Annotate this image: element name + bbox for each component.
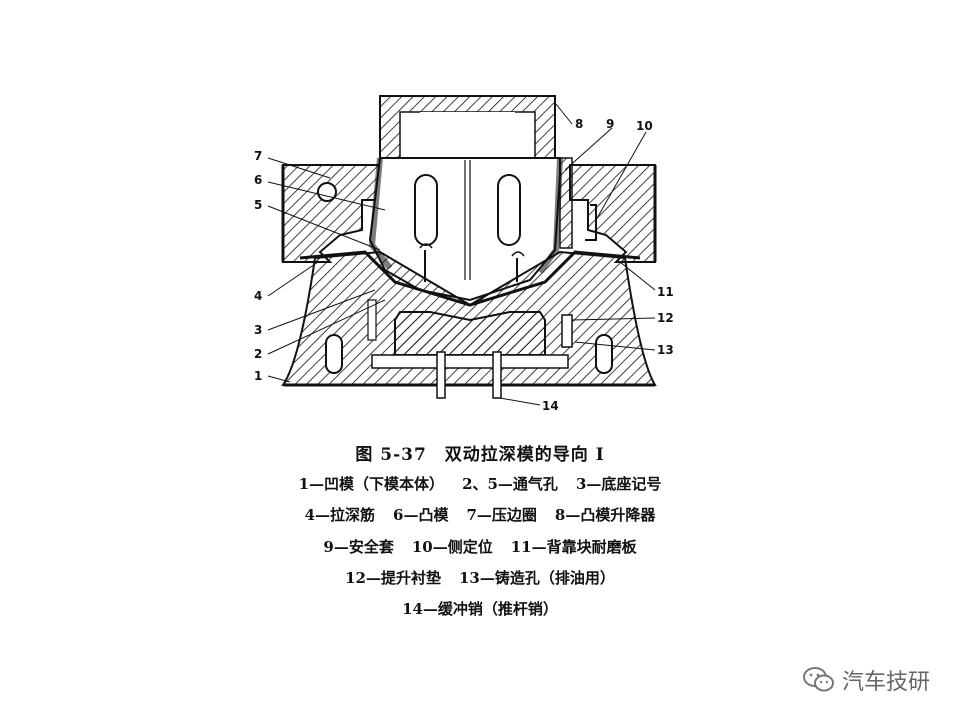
legend-item: 3—底座记号 bbox=[575, 475, 662, 493]
callout-6: 6 bbox=[254, 173, 262, 187]
safety-sleeve bbox=[559, 157, 597, 249]
callout-14: 14 bbox=[542, 399, 559, 413]
legend-item: 9—安全套 bbox=[323, 538, 394, 556]
callout-11: 11 bbox=[657, 285, 674, 299]
punch-lifter bbox=[379, 95, 556, 159]
die-lower-body bbox=[281, 250, 657, 399]
callout-5: 5 bbox=[254, 198, 262, 212]
watermark-text: 汽车技研 bbox=[841, 670, 930, 695]
callout-10: 10 bbox=[636, 119, 653, 133]
callout-12: 12 bbox=[657, 311, 674, 325]
legend-item: 6—凸模 bbox=[393, 506, 449, 524]
legend-item: 4—拉深筋 bbox=[304, 506, 376, 524]
callout-4: 4 bbox=[254, 289, 262, 303]
legend-item: 8—凸模升降器 bbox=[554, 506, 656, 524]
callout-9: 9 bbox=[606, 117, 614, 131]
legend-line-2: 4—拉深筋 6—凸模 7—压边圈 8—凸模升降器 bbox=[0, 504, 960, 525]
callout-3: 3 bbox=[254, 323, 262, 337]
leader-lines bbox=[267, 103, 656, 406]
legend-item: 2、5—通气孔 bbox=[462, 475, 558, 493]
wechat-icon bbox=[802, 667, 834, 692]
sheet-blank bbox=[299, 250, 641, 307]
callout-7: 7 bbox=[254, 149, 262, 163]
legend-item: 12—提升衬垫 bbox=[345, 569, 441, 587]
callout-13: 13 bbox=[657, 343, 674, 357]
legend-item: 7—压边圈 bbox=[466, 506, 537, 524]
legend-item: 1—凹模（下模本体） bbox=[298, 475, 445, 493]
callout-8: 8 bbox=[575, 117, 583, 131]
callout-labels: 7 6 5 4 3 2 1 8 9 10 11 12 13 14 bbox=[254, 117, 674, 413]
legend-line-1: 1—凹模（下模本体） 2、5—通气孔 3—底座记号 bbox=[0, 473, 960, 494]
legend-item: 11—背靠块耐磨板 bbox=[510, 538, 637, 556]
legend-item: 13—铸造孔（排油用） bbox=[459, 569, 615, 587]
legend-line-3: 9—安全套 10—侧定位 11—背靠块耐磨板 bbox=[0, 536, 960, 557]
figure-caption-title: 图 5-37 双动拉深模的导向 Ⅰ bbox=[355, 445, 605, 465]
callout-2: 2 bbox=[254, 347, 262, 361]
die-cross-section-drawing: 7 6 5 4 3 2 1 8 9 10 11 12 13 14 bbox=[254, 95, 674, 413]
callout-1: 1 bbox=[254, 369, 262, 383]
legend-item: 10—侧定位 bbox=[411, 538, 493, 556]
legend-line-5: 14—缓冲销（推杆销） bbox=[0, 598, 960, 619]
legend-item: 14—缓冲销（推杆销） bbox=[402, 600, 558, 618]
watermark: 汽车技研 bbox=[802, 664, 930, 696]
legend-line-4: 12—提升衬垫 13—铸造孔（排油用） bbox=[0, 567, 960, 588]
